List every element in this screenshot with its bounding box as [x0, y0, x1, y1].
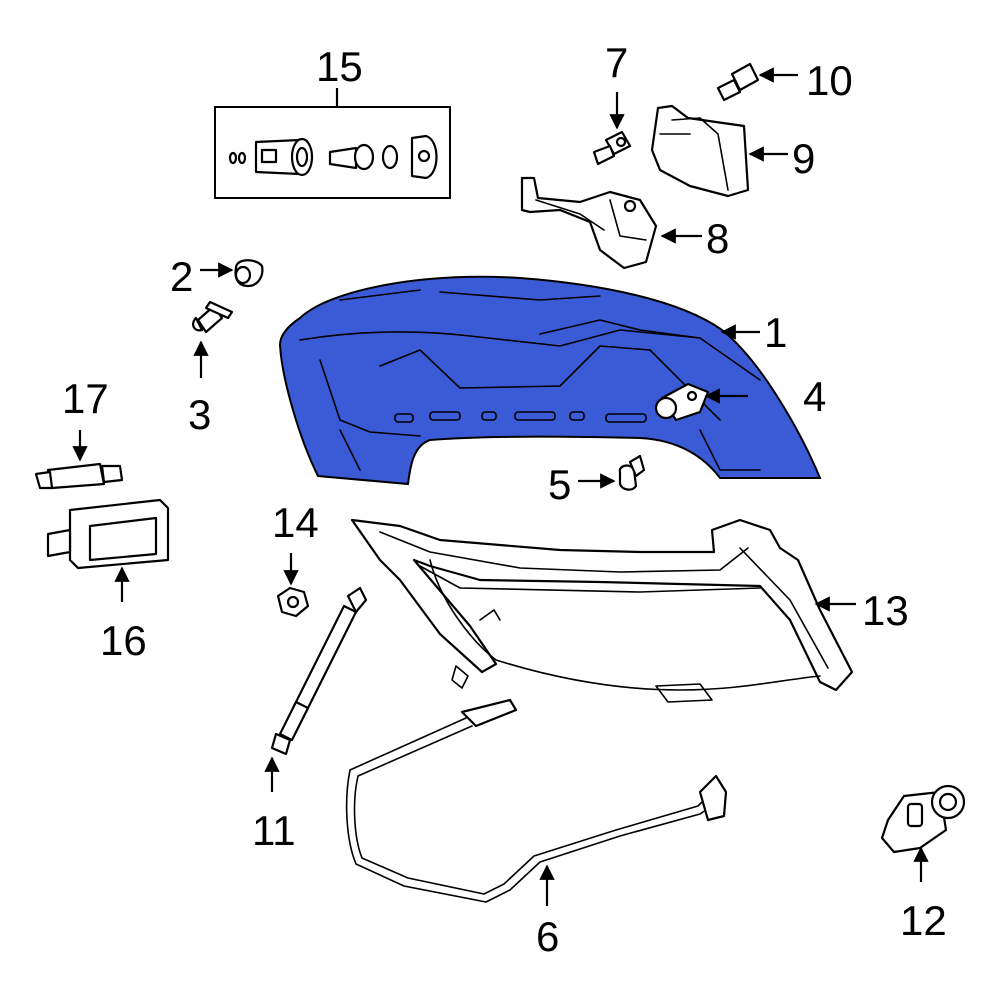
- callout-3: 3: [188, 391, 212, 438]
- callout-6: 6: [536, 913, 560, 960]
- callout-5: 5: [548, 461, 572, 508]
- trunk-lid-part-1: [278, 275, 822, 486]
- callout-12: 12: [900, 897, 947, 944]
- bolt-part-10: [716, 62, 798, 102]
- callout-8: 8: [706, 215, 730, 262]
- callout-2: 2: [170, 253, 194, 300]
- trunk-lid-highlight: [278, 275, 822, 486]
- callout-4: 4: [803, 373, 827, 420]
- lid-frame-part-13: [350, 518, 856, 703]
- callout-10: 10: [806, 57, 853, 104]
- bolt-part-7: [592, 92, 632, 166]
- module-part-16: [46, 498, 170, 602]
- hinge-part-8: [520, 176, 702, 270]
- bracket-part-9: [650, 104, 788, 198]
- pin-part-17: [34, 430, 124, 490]
- callout-13: 13: [862, 587, 909, 634]
- push-pin-part-3: [192, 300, 234, 378]
- release-cable-part-6: [345, 698, 728, 906]
- gas-strut-part-11: [264, 586, 368, 792]
- callout-11: 11: [252, 807, 296, 854]
- lock-cylinder-kit-part-15: [214, 88, 451, 199]
- bumper-part-2: [200, 259, 264, 288]
- latch-part-12: [880, 784, 966, 882]
- callout-1: 1: [764, 309, 788, 356]
- callout-15: 15: [316, 43, 363, 90]
- callout-16: 16: [100, 617, 147, 664]
- nut-part-14: [276, 553, 310, 618]
- callout-14: 14: [272, 499, 319, 546]
- clip-part-5: [578, 454, 646, 491]
- callout-17: 17: [62, 375, 109, 422]
- callout-9: 9: [792, 135, 816, 182]
- callout-7: 7: [605, 39, 629, 86]
